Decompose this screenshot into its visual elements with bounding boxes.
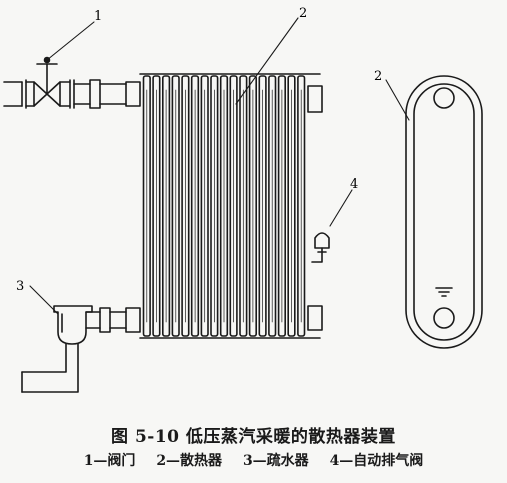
radiator-fin bbox=[219, 75, 229, 337]
radiator-fin bbox=[190, 75, 200, 337]
radiator-fin bbox=[258, 75, 267, 337]
radiator-fin bbox=[277, 75, 287, 337]
supply-pipe bbox=[3, 79, 141, 109]
radiator bbox=[139, 73, 323, 339]
radiator-fin bbox=[268, 75, 277, 337]
callout-radiator: 2 bbox=[299, 6, 307, 21]
figure-legend: 1—阀门 2—散热器 3—疏水器 4—自动排气阀 bbox=[0, 450, 507, 470]
radiator-fin bbox=[297, 75, 306, 337]
callout-air-vent: 4 bbox=[350, 177, 358, 192]
callout-section-view: 2 bbox=[374, 69, 382, 84]
radiator-fin bbox=[229, 75, 238, 337]
radiator-fin bbox=[239, 75, 248, 337]
valve bbox=[33, 56, 61, 107]
steam-trap bbox=[21, 305, 93, 393]
legend-item-steam-trap: 3—疏水器 bbox=[242, 453, 309, 469]
radiator-fin bbox=[181, 75, 190, 337]
figure-caption: 图 5-10 低压蒸汽采暖的散热器装置 bbox=[111, 427, 396, 447]
radiator-fin bbox=[171, 75, 180, 337]
radiator-fin bbox=[152, 75, 161, 337]
callout-valve: 1 bbox=[94, 9, 102, 24]
radiator-section-view bbox=[405, 75, 483, 349]
radiator-fin bbox=[142, 75, 151, 337]
radiator-fin bbox=[248, 75, 258, 337]
callout-steam-trap: 3 bbox=[16, 279, 24, 294]
legend-item-radiator: 2—散热器 bbox=[156, 453, 223, 469]
return-pipe bbox=[85, 307, 141, 333]
radiator-fin bbox=[210, 75, 219, 337]
legend-item-air-vent: 4—自动排气阀 bbox=[329, 453, 424, 469]
radiator-fin bbox=[162, 75, 171, 337]
radiator-fin bbox=[200, 75, 209, 337]
radiator-fin bbox=[287, 75, 296, 337]
legend-item-valve: 1—阀门 bbox=[83, 453, 136, 469]
air-vent bbox=[311, 232, 330, 263]
